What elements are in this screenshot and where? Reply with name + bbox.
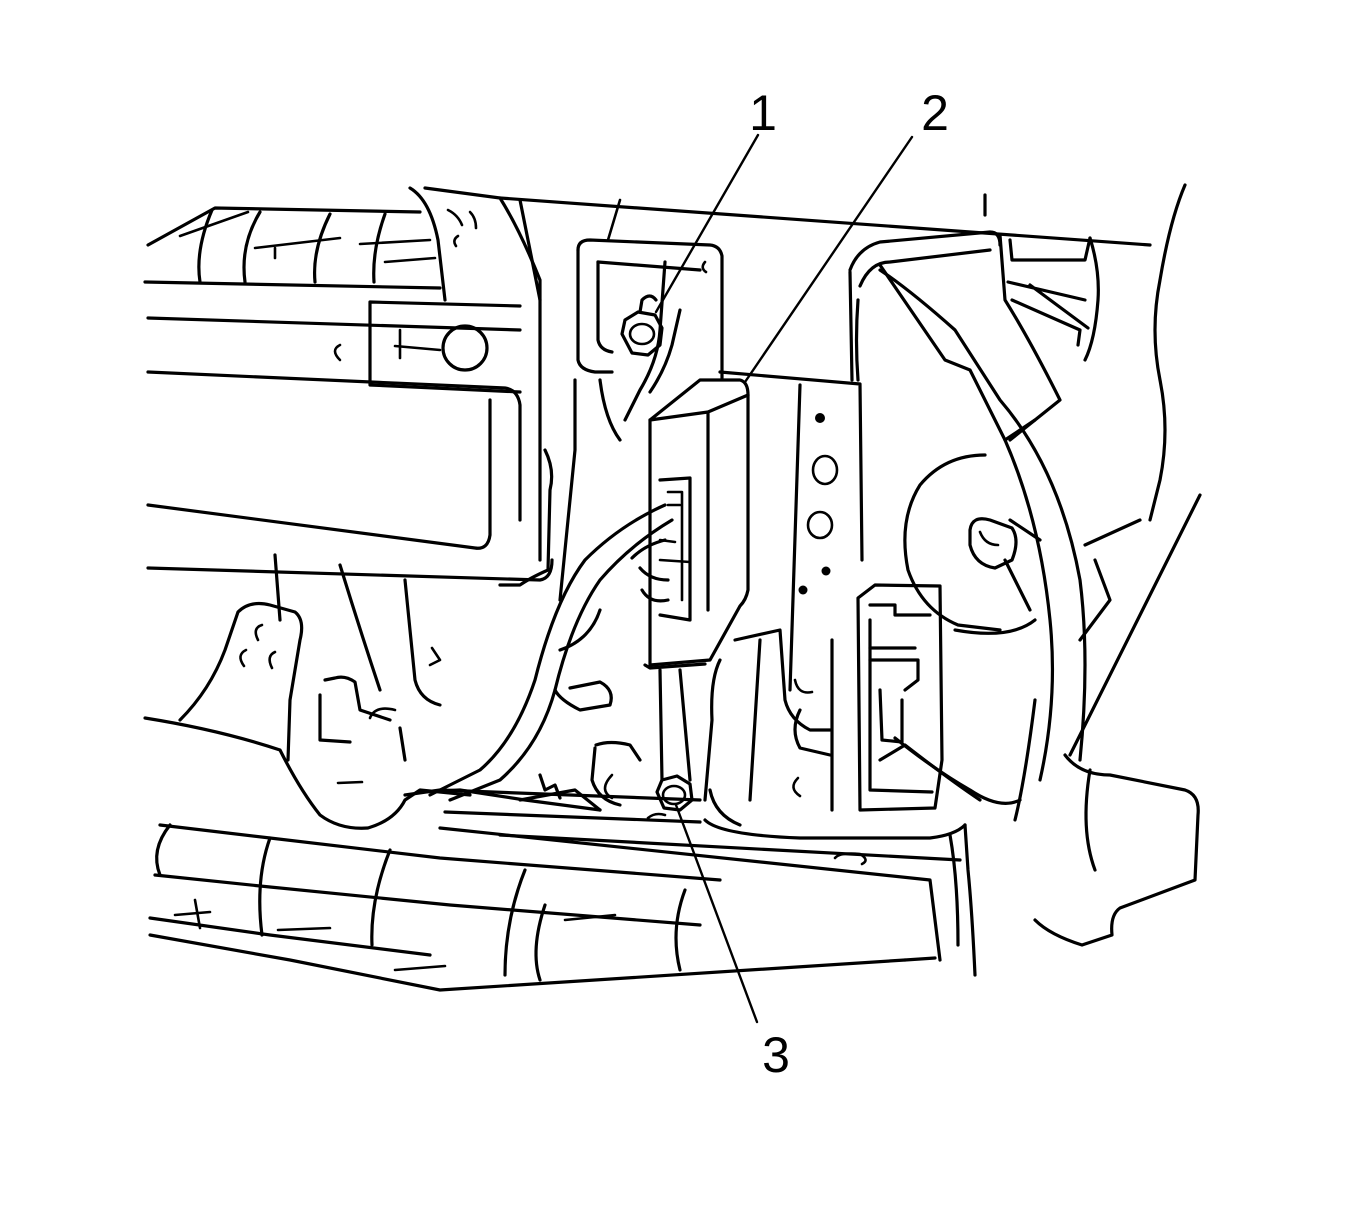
module-bracket <box>558 238 724 602</box>
leader-line-2 <box>743 135 914 384</box>
leader-line-1 <box>654 133 760 314</box>
right-frame <box>983 183 1202 947</box>
control-module <box>643 378 750 670</box>
floor-slats <box>148 823 937 992</box>
upper-bolt <box>620 294 664 357</box>
hose-duct <box>848 230 1087 822</box>
lower-left-bracket <box>143 553 613 830</box>
lower-bracket <box>590 668 692 807</box>
connector-block <box>856 583 1022 812</box>
callout-1: 1 <box>749 85 777 141</box>
side-panel <box>703 298 864 812</box>
callout-3: 3 <box>762 1027 790 1083</box>
leader-line-3 <box>674 803 759 1024</box>
center-column <box>368 186 1152 587</box>
module-wire-harness <box>428 503 674 802</box>
lower-bolt <box>646 774 694 820</box>
callout-2: 2 <box>921 85 949 141</box>
lower-crossbar <box>403 773 977 977</box>
upper-dash-panel <box>143 206 554 582</box>
leader-lines <box>654 133 914 1024</box>
callout-labels: 1 2 3 <box>749 85 949 1083</box>
